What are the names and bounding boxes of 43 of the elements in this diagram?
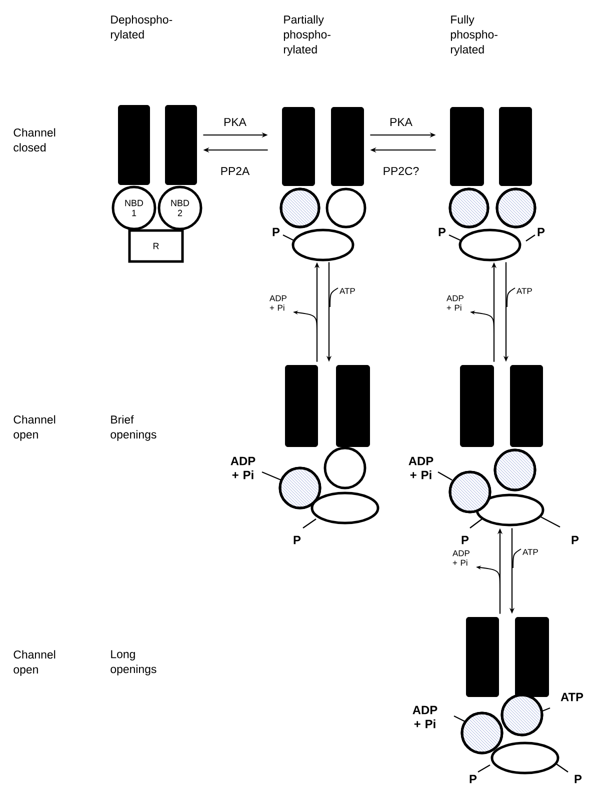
annotation-label: P: [272, 228, 280, 236]
column-heading: Partially phospho-rylated: [284, 15, 330, 56]
column-heading: Dephospho-rylated: [110, 15, 172, 41]
edge-label: ADP + Pi: [268, 294, 290, 312]
row-label: Channel open: [14, 415, 56, 441]
edge-label: PP2A: [219, 166, 251, 176]
edge-label: ATP: [338, 287, 360, 295]
annotation-label: ATP: [560, 692, 584, 702]
edge-label: PKA: [388, 117, 414, 127]
annotation-label: P: [538, 228, 545, 236]
edge-label: PKA: [222, 117, 248, 127]
channel-drawing: [448, 470, 492, 514]
channel-drawing: [496, 188, 536, 228]
annotation-label: P: [572, 536, 579, 544]
channel-drawing: [438, 365, 560, 528]
row-label: Channel closed: [14, 128, 56, 152]
edge-label: ADP + Pi: [446, 294, 466, 312]
annotation-label: P: [294, 536, 301, 544]
channel-drawing: [262, 365, 380, 528]
edge-label: ADP + Pi: [452, 549, 472, 567]
annotation-label: ADP + Pi: [230, 456, 256, 480]
row-label: Brief openings: [110, 415, 156, 441]
edge-label: ATP: [516, 287, 536, 295]
edge-label: PP2C?: [382, 166, 420, 176]
domain-box: R: [128, 229, 184, 263]
channel-drawing: [278, 466, 322, 510]
channel-drawing: [448, 107, 536, 262]
annotation-label: ADP + Pi: [408, 456, 434, 480]
edge-label: ATP: [522, 548, 542, 556]
row-label: Long openings: [110, 650, 156, 676]
annotation-label: P: [462, 536, 469, 544]
channel-drawing: [280, 188, 366, 228]
annotation-label: P: [470, 774, 477, 784]
row-label: Channel open: [14, 650, 56, 676]
annotation-label: P: [574, 774, 582, 784]
channel-drawing: [118, 105, 197, 185]
annotation-label: P: [438, 228, 446, 236]
annotation-label: ADP + Pi: [412, 706, 438, 728]
column-heading: Fully phospho-rylated: [450, 15, 498, 56]
channel-drawing: [460, 712, 504, 754]
channel-drawing: [448, 188, 536, 228]
channel-drawing: [448, 448, 536, 514]
channel-drawing: [280, 107, 364, 262]
